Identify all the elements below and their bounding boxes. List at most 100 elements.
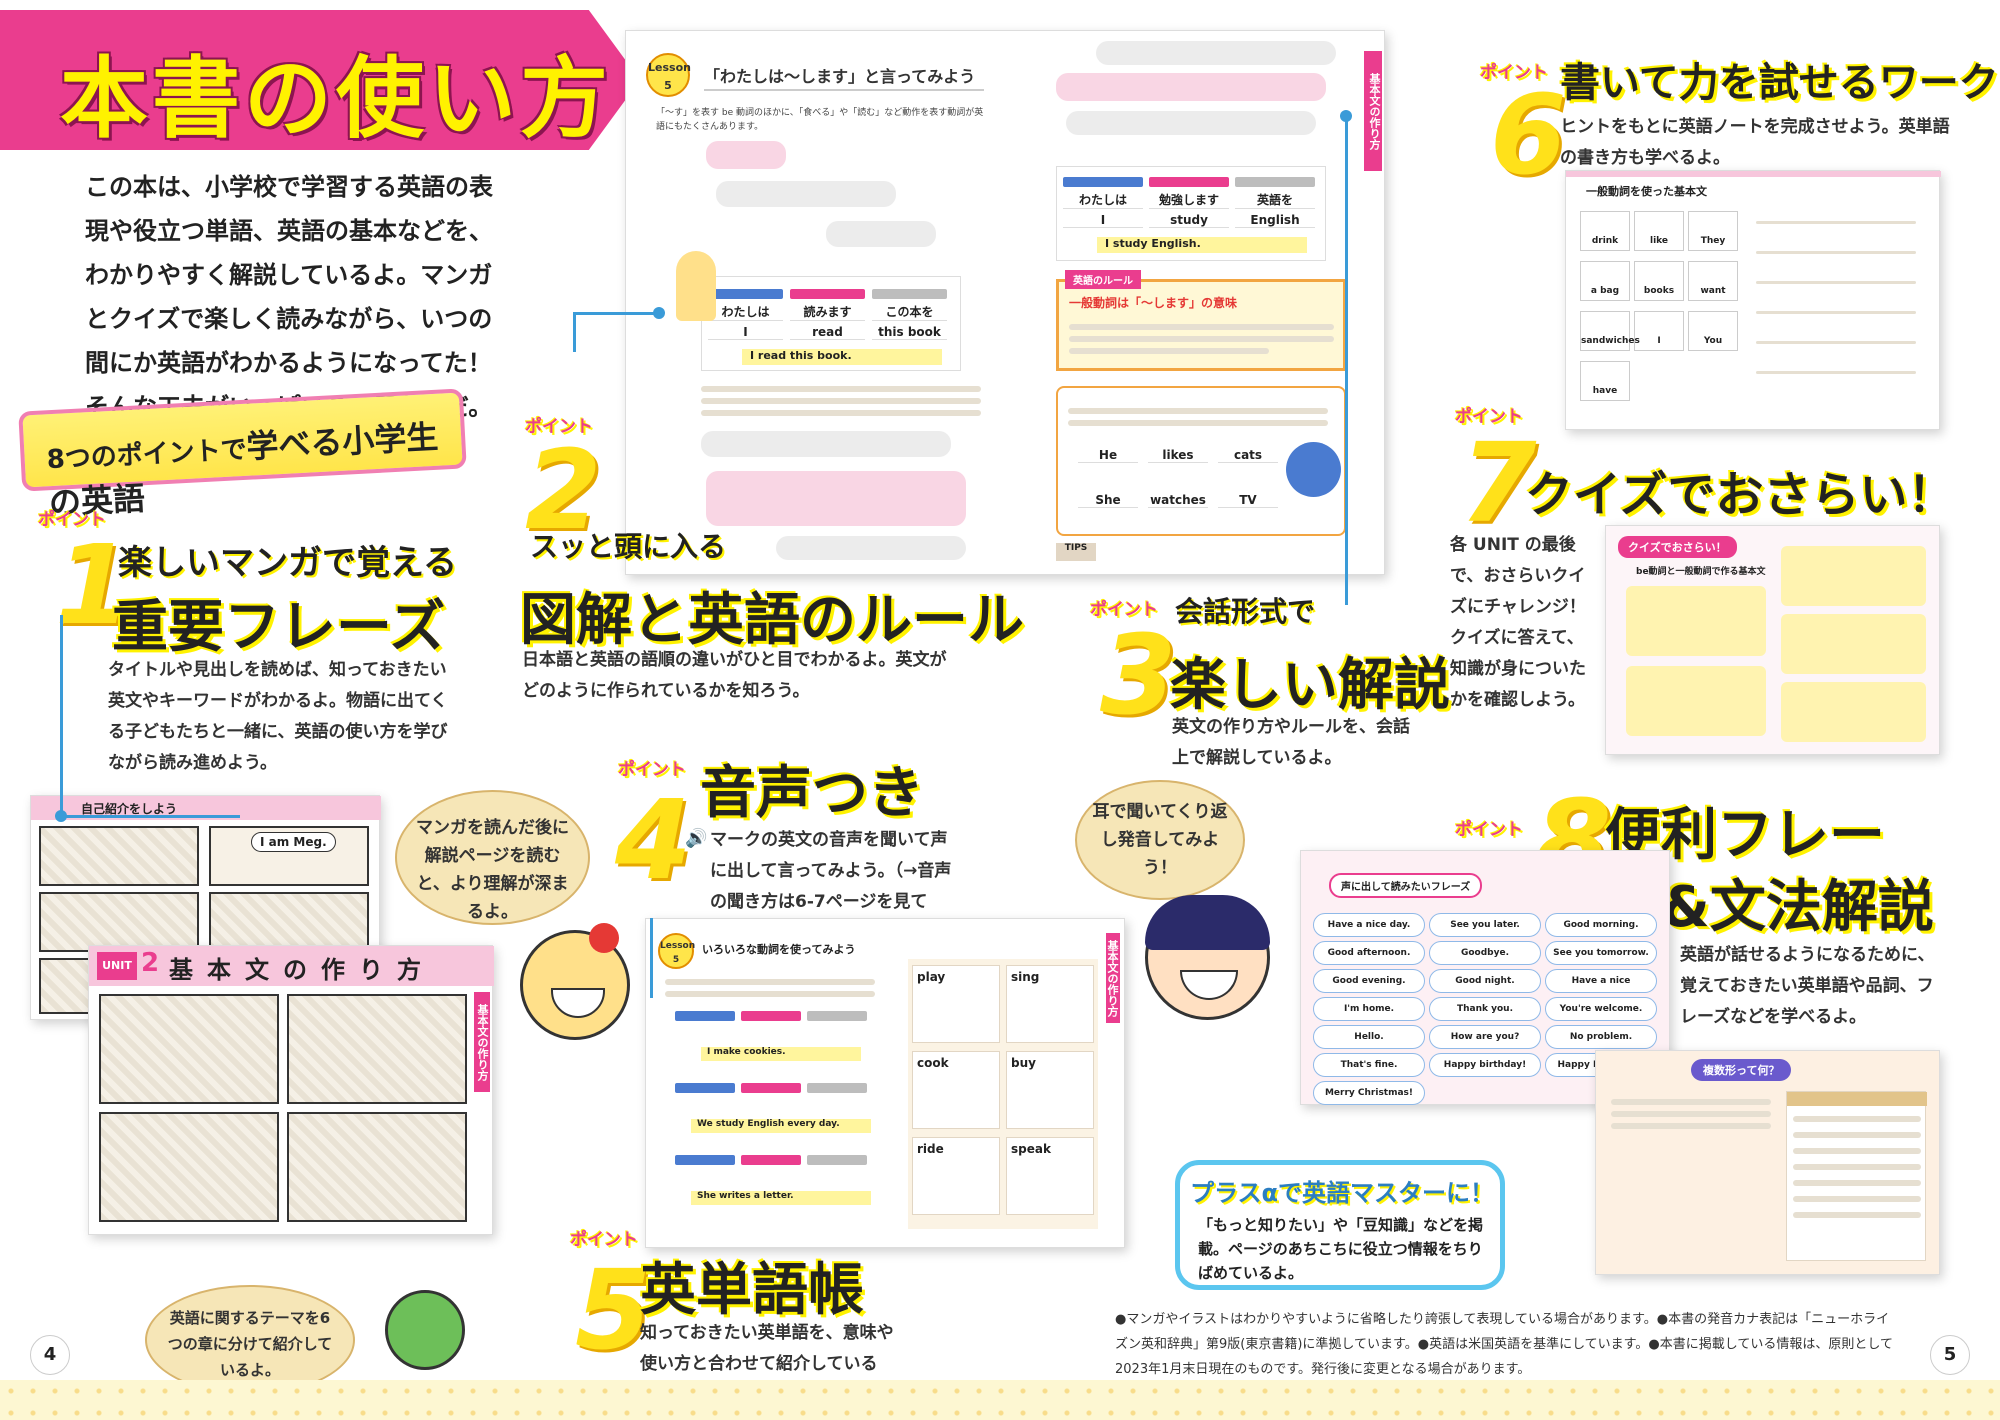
- phrase-bubble-grid: Have a nice day.See you later.Good morni…: [1313, 913, 1663, 1105]
- point-1-number: 1: [55, 521, 132, 649]
- points-banner-prefix: 8つのポイントで: [46, 434, 248, 476]
- girl-character-avatar: [520, 923, 630, 1040]
- point-6-number: 6: [1490, 71, 1567, 199]
- english-rule-box: 英語のルール 一般動詞は「〜します」の意味: [1056, 270, 1346, 371]
- vocab-sentence-2: We study English every day.: [691, 1119, 871, 1133]
- vocab-word-play: play: [917, 970, 946, 984]
- quiz-page-title: クイズでおさらい！: [1618, 536, 1737, 558]
- boy-character-avatar: [1145, 895, 1270, 1020]
- point-6-tag: ポイント: [1480, 63, 1548, 83]
- unit-title: 基本文の作り方: [169, 956, 435, 984]
- phrase-bubble: See you tomorrow.: [1545, 941, 1657, 965]
- point-7-number: 7: [1460, 419, 1537, 547]
- study-sentence: I study English.: [1097, 237, 1307, 253]
- vocab-sentence-3: She writes a letter.: [691, 1191, 871, 1205]
- phrase-bubble: Good night.: [1429, 969, 1541, 993]
- intro-text: この本は、小学校で学習する英語の表現や役立つ単語、英語の基本などを、わかりやすく…: [85, 173, 493, 421]
- manga-speech-bubble: I am Meg.: [251, 832, 336, 852]
- phrase-bubble: Thank you.: [1429, 997, 1541, 1021]
- phrase-bubble: That's fine.: [1313, 1053, 1425, 1077]
- point-5-tag: ポイント: [570, 1230, 638, 1250]
- vocab-word-buy: buy: [1011, 1056, 1036, 1070]
- tips-label: TIPS: [1056, 543, 1096, 561]
- vocab-word-grid: play sing cook buy ride speak: [908, 959, 1098, 1229]
- study-sentence-table: わたしは 勉強します 英語を I study English I study E…: [1056, 166, 1326, 261]
- vocab-word-ride: ride: [917, 1142, 944, 1156]
- plus-alpha-box: プラスαで英語マスターに！ 「もっと知りたい」や「豆知識」などを掲載。ページのあ…: [1175, 1160, 1505, 1290]
- turtle-character-avatar: [385, 1290, 465, 1370]
- speech-bubble-turtle: 英語に関するテーマを6つの章に分けて紹介しているよ。: [145, 1285, 355, 1395]
- phrase-bubble: I'm home.: [1313, 997, 1425, 1021]
- read-sentence-table: わたしは 読みます この本を I read this book I read t…: [701, 276, 961, 371]
- phrase-bubble: Merry Christmas!: [1313, 1081, 1425, 1105]
- phrases-page-title: 声に出して読みたいフレーズ: [1329, 873, 1483, 898]
- point-3-heading: 楽しい解説: [1170, 653, 1450, 718]
- point-1-tag: ポイント: [38, 510, 106, 530]
- point-1-description: タイトルや見出しを読めば、知っておきたい英文やキーワードがわかるよ。物語に出てく…: [108, 660, 448, 773]
- grammar-page-thumbnail: 複数形って何？: [1595, 1050, 1940, 1275]
- point-3-subtitle: 会話形式で: [1175, 595, 1316, 628]
- quiz-page-thumbnail: クイズでおさらい！ be動詞と一般動詞で作る基本文: [1605, 525, 1940, 755]
- phrase-bubble: You're welcome.: [1545, 997, 1657, 1021]
- grammar-page-title: 複数形って何？: [1691, 1059, 1792, 1081]
- phrase-bubble: Have a nice weekend.: [1545, 969, 1657, 1008]
- vocab-word-cook: cook: [917, 1056, 949, 1070]
- phrase-bubble: Hello.: [1313, 1025, 1425, 1049]
- quiz-page-subtitle: be動詞と一般動詞で作る基本文: [1636, 567, 1766, 577]
- manga-title: 自己紹介をしよう: [81, 802, 178, 816]
- phrases-page-thumbnail: 声に出して読みたいフレーズ Have a nice day.See you la…: [1300, 850, 1670, 1105]
- page-number-left: 4: [30, 1335, 70, 1375]
- point-3-number: 3: [1100, 611, 1177, 739]
- point-8-tag: ポイント: [1455, 820, 1523, 840]
- point-4-number: 4: [615, 776, 692, 904]
- speech-bubble-manga: マンガを読んだ後に解説ページを読むと、より理解が深まるよ。: [395, 790, 590, 925]
- point-2-subtitle: スッと頭に入る: [530, 530, 727, 563]
- point-4-tag: ポイント: [618, 760, 686, 780]
- page-title: 本書の使い方: [60, 47, 613, 150]
- unit-number: 2: [141, 948, 160, 978]
- point-1-subtitle: 楽しいマンガで覚える: [118, 543, 457, 583]
- footnote: ●マンガやイラストはわかりやすいように省略したり誇張して表現している場合がありま…: [1115, 1312, 1893, 1377]
- point-5-number: 5: [575, 1246, 652, 1374]
- unit-page-thumbnail: UNIT 2 基本文の作り方 基本文の作り方: [88, 945, 494, 1235]
- point-6-heading: 書いて力を試せるワーク: [1560, 60, 1999, 106]
- point-2-description: 日本語と英語の語順の違いがひと目でわかるよ。英文がどのように作られているかを知ろ…: [522, 650, 947, 701]
- phrase-bubble: Goodbye.: [1429, 941, 1541, 965]
- phrase-bubble: How are you?: [1429, 1025, 1541, 1049]
- vocab-word-speak: speak: [1011, 1142, 1051, 1156]
- speaker-icon: 🔊: [685, 828, 708, 849]
- point-6-description: ヒントをもとに英語ノートを完成させよう。英単語の書き方も学べるよ。: [1560, 117, 1950, 168]
- phrase-bubble: Good evening.: [1313, 969, 1425, 993]
- phrase-bubble: Good afternoon.: [1313, 941, 1425, 965]
- phrase-bubble: No problem.: [1545, 1025, 1657, 1049]
- phrase-bubble: Happy birthday!: [1429, 1053, 1541, 1077]
- phrase-bubble: See you later.: [1429, 913, 1541, 937]
- lesson-side-tab: 基本文の作り方: [1364, 51, 1382, 171]
- vocab-sentence-1: I make cookies.: [701, 1047, 861, 1061]
- plus-alpha-body: 「もっと知りたい」や「豆知識」などを掲載。ページのあちこちに役立つ情報をちりばめ…: [1198, 1216, 1484, 1282]
- vocab-lesson-title: いろいろな動詞を使ってみよう: [702, 943, 856, 956]
- point-4-heading: 音声つき: [700, 761, 924, 826]
- plus-alpha-title: プラスαで英語マスターに！: [1190, 1179, 1495, 1207]
- speech-bubble-listen: 耳で聞いてくり返し発音してみよう！: [1075, 780, 1245, 900]
- unit-label: UNIT: [97, 952, 137, 980]
- point-3-tag: ポイント: [1090, 600, 1158, 620]
- verb-form-box: He likes cats She watches TV: [1056, 386, 1346, 536]
- unit-side-tab: 基本文の作り方: [474, 992, 490, 1092]
- vocab-word-sing: sing: [1011, 970, 1040, 984]
- phrase-bubble: Good morning.: [1545, 913, 1657, 937]
- point-2-number: 2: [525, 426, 602, 554]
- point-1-heading: 重要フレーズ: [112, 595, 446, 660]
- point-7-heading: クイズでおさらい！: [1525, 467, 1956, 523]
- lesson-intro-line: 「〜す」を表す be 動詞のほかに、「食べる」や「読む」など動作を表す動詞が英語…: [656, 108, 984, 132]
- phrase-bubble: Have a nice day.: [1313, 913, 1425, 937]
- work-page-title: 一般動詞を使った基本文: [1586, 185, 1707, 198]
- point-2-tag: ポイント: [525, 417, 593, 437]
- point-7-description: 各 UNIT の最後で、おさらいクイズにチャレンジ！クイズに答えて、知識が身につ…: [1450, 535, 1586, 710]
- rule-box-title: 英語のルール: [1065, 270, 1141, 289]
- point-8-description: 英語が話せるようになるために、覚えておきたい英単語や品詞、フレーズなどを学べるよ…: [1680, 945, 1935, 1027]
